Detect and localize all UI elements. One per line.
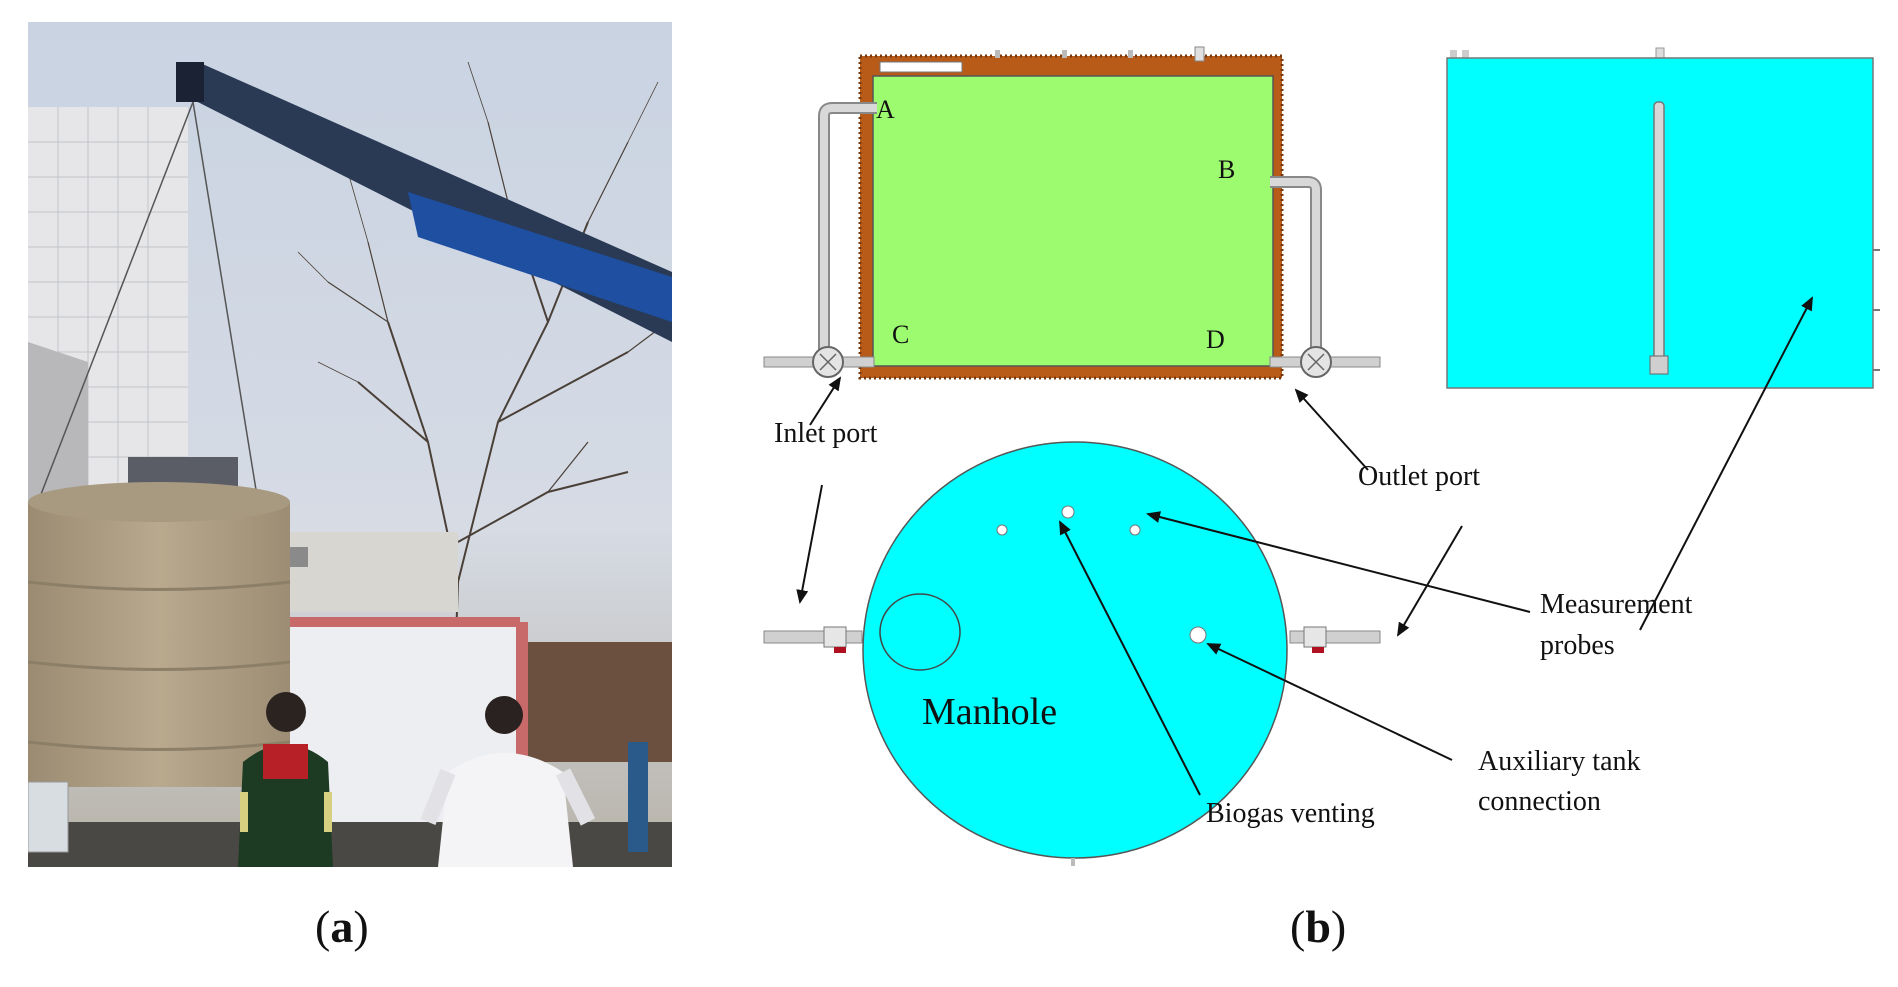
side-view-tank: A B C D: [763, 46, 1381, 380]
caption-b-letter: b: [1305, 901, 1331, 952]
ground: [28, 822, 672, 867]
auxiliary-tank-label-2: connection: [1478, 786, 1601, 817]
arrow-outlet-up: [1294, 388, 1369, 471]
caption-b: (b): [1290, 900, 1346, 953]
probe-port-left: [996, 524, 1008, 536]
probe-port-right: [1129, 524, 1141, 536]
arrow-outlet-down: [1396, 525, 1463, 637]
arrow-auxiliary: [1206, 643, 1453, 761]
manhole-label: Manhole: [922, 691, 1057, 733]
measurement-probes-label-1: Measurement: [1540, 589, 1693, 620]
cyan-tank-top: [862, 441, 1288, 859]
measurement-probe-rod: [1653, 101, 1665, 373]
arrow-probes-top: [1146, 511, 1531, 613]
person-lab-coat: [420, 696, 596, 867]
caption-a-letter: a: [330, 901, 354, 952]
digester-schematic: A B C D: [763, 46, 1880, 866]
arrow-probe-rod: [1639, 296, 1813, 631]
measurement-probes-label-2: probes: [1540, 630, 1615, 661]
arrow-inlet-up: [809, 376, 842, 426]
top-view-tank: [763, 441, 1381, 866]
arrow-inlet-down: [796, 484, 823, 604]
auxiliary-tank-label-1: Auxiliary tank: [1478, 746, 1641, 777]
caption-a-open: (: [315, 901, 331, 952]
biogas-venting-label: Biogas venting: [1206, 798, 1375, 829]
corner-label-c: C: [892, 320, 909, 349]
arrow-biogas: [1059, 520, 1201, 796]
auxiliary-port: [1189, 626, 1207, 644]
bare-trees: [297, 61, 669, 867]
digester-installation-photo: [28, 22, 672, 867]
caption-b-close: ): [1330, 901, 1347, 952]
manhole-opening: [879, 593, 961, 671]
caption-a-close: ): [353, 901, 369, 952]
corner-label-d: D: [1206, 325, 1225, 354]
front-view-tank: [1446, 47, 1880, 389]
crane-boom: [37, 62, 672, 503]
corner-label-b: B: [1218, 155, 1235, 184]
inlet-port-label: Inlet port: [774, 418, 878, 449]
corner-label-a: A: [876, 95, 895, 124]
outlet-port-label: Outlet port: [1358, 461, 1480, 492]
caption-b-open: (: [1290, 901, 1306, 952]
person-worker: [238, 692, 333, 867]
caption-a: (a): [315, 900, 369, 953]
biogas-vent-port: [1061, 505, 1075, 519]
green-tank-body: [872, 75, 1274, 367]
fiberglass-tank: [28, 502, 290, 787]
